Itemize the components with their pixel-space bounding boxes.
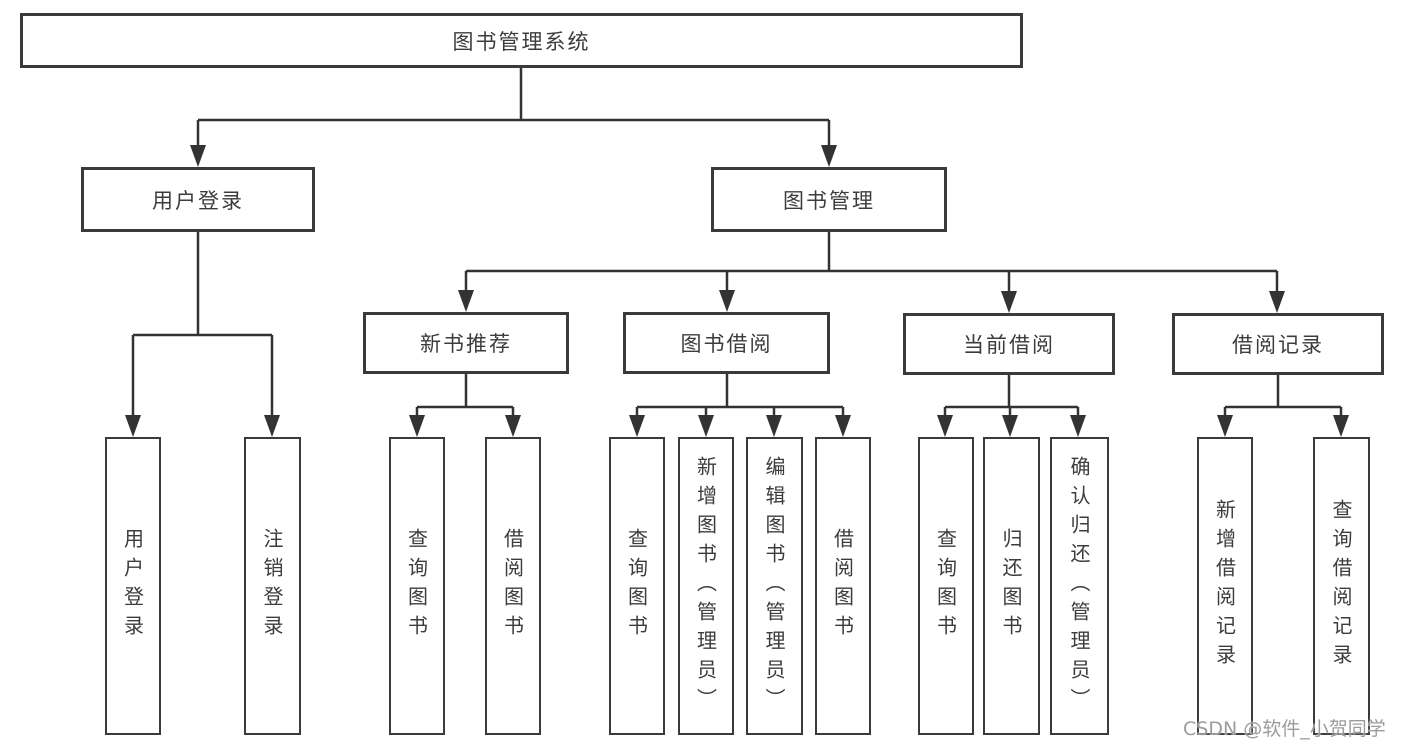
leaf-user-login-label: 用户登录 <box>120 528 145 644</box>
leaf-user-login: 用户登录 <box>105 437 161 735</box>
leaf-add-borrow-record: 新增借阅记录 <box>1197 437 1253 735</box>
leaf-return-books-label: 归还图书 <box>999 528 1023 644</box>
leaf-borrow-books-borrowing: 借阅图书 <box>815 437 871 735</box>
leaf-add-borrow-record-label: 新增借阅记录 <box>1212 499 1237 673</box>
node-book-borrowing: 图书借阅 <box>623 312 830 374</box>
leaf-query-books-current: 查询图书 <box>918 437 974 735</box>
node-user-login-branch: 用户登录 <box>81 167 315 232</box>
node-borrowing-records: 借阅记录 <box>1172 313 1384 375</box>
node-new-book-recommendation-label: 新书推荐 <box>420 332 512 356</box>
leaf-return-books: 归还图书 <box>983 437 1040 735</box>
leaf-add-books-admin-label: 新增图书（管理员） <box>693 455 718 717</box>
leaf-query-borrow-record: 查询借阅记录 <box>1313 437 1370 735</box>
node-new-book-recommendation: 新书推荐 <box>363 312 569 374</box>
node-book-borrowing-label: 图书借阅 <box>680 332 773 356</box>
watermark: CSDN @软件_小贺同学 <box>1183 718 1386 740</box>
leaf-query-books-recommendation: 查询图书 <box>389 437 445 735</box>
leaf-query-books-current-label: 查询图书 <box>933 528 958 644</box>
leaf-add-books-admin: 新增图书（管理员） <box>678 437 734 735</box>
leaf-query-books-borrowing: 查询图书 <box>609 437 665 735</box>
leaf-query-borrow-record-label: 查询借阅记录 <box>1329 499 1353 673</box>
node-root: 图书管理系统 <box>20 13 1023 68</box>
leaf-confirm-return-admin-label: 确认归还（管理员） <box>1067 455 1091 717</box>
node-book-management-label: 图书管理 <box>783 188 875 213</box>
leaf-logout-label: 注销登录 <box>260 528 284 644</box>
leaf-query-books-recommendation-label: 查询图书 <box>404 528 429 644</box>
node-current-borrowing-label: 当前借阅 <box>963 333 1055 357</box>
leaf-edit-books-admin: 编辑图书（管理员） <box>746 437 803 735</box>
leaf-borrow-books-recommendation: 借阅图书 <box>485 437 541 735</box>
leaf-confirm-return-admin: 确认归还（管理员） <box>1050 437 1109 735</box>
node-book-management: 图书管理 <box>711 167 947 232</box>
node-root-label: 图书管理系统 <box>452 29 591 54</box>
leaf-edit-books-admin-label: 编辑图书（管理员） <box>762 455 786 717</box>
node-borrowing-records-label: 借阅记录 <box>1232 333 1324 357</box>
node-user-login-branch-label: 用户登录 <box>152 188 244 213</box>
node-current-borrowing: 当前借阅 <box>903 313 1115 375</box>
leaf-query-books-borrowing-label: 查询图书 <box>624 528 649 644</box>
leaf-borrow-books-borrowing-label: 借阅图书 <box>830 528 855 644</box>
leaf-borrow-books-recommendation-label: 借阅图书 <box>500 528 525 644</box>
leaf-logout: 注销登录 <box>244 437 301 735</box>
